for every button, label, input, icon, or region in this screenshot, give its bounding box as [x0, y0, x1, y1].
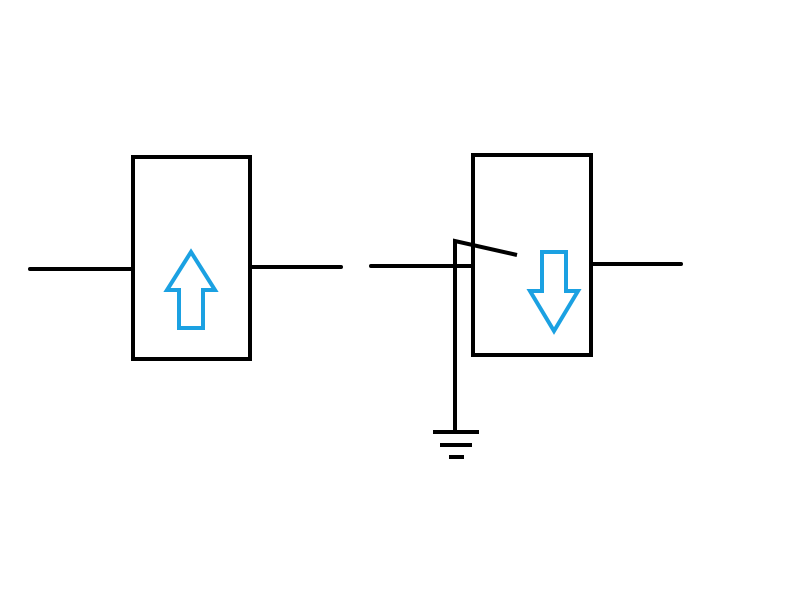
block-right-box	[471, 153, 593, 357]
block-right	[369, 153, 683, 459]
block-left-box	[131, 155, 252, 361]
down-arrow-icon	[526, 250, 582, 335]
open-switch	[453, 238, 518, 432]
ground-symbol-icon	[433, 430, 479, 459]
block-left	[28, 155, 343, 361]
up-arrow-icon	[163, 248, 219, 330]
